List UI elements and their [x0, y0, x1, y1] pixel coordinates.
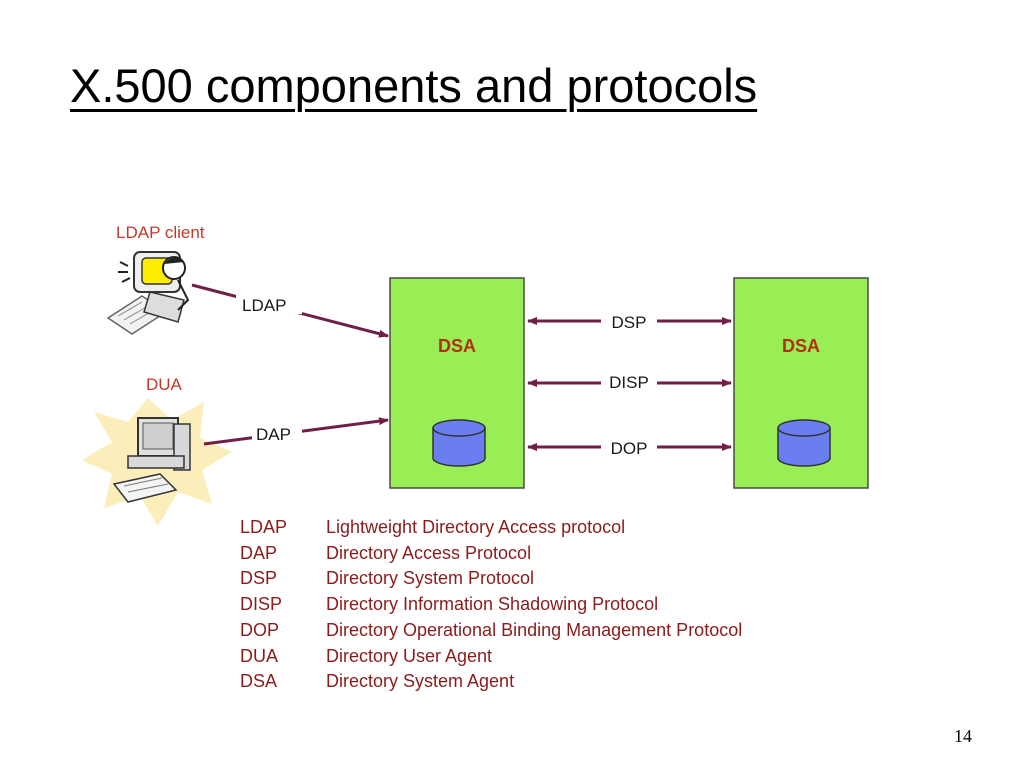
database-icon: [777, 419, 831, 467]
glossary-abbr: DSA: [240, 671, 278, 692]
dsp-label: DSP: [612, 313, 647, 332]
computer-user-icon: [106, 251, 190, 335]
glossary-row: DSP Directory System Protocol: [240, 566, 742, 592]
glossary-definition: Directory Operational Binding Management…: [326, 619, 743, 640]
dsa-left-label: DSA: [438, 336, 476, 356]
glossary-row: LDAP Lightweight Directory Access protoc…: [240, 515, 742, 541]
glossary-abbr: DISP: [240, 594, 283, 615]
glossary-row: DUA Directory User Agent: [240, 644, 742, 670]
page-number: 14: [954, 726, 972, 746]
dua-label: DUA: [146, 375, 183, 394]
glossary-row: DSA Directory System Agent: [240, 669, 742, 695]
glossary-row: DOP Directory Operational Binding Manage…: [240, 618, 742, 644]
glossary-row: DISP Directory Information Shadowing Pro…: [240, 592, 742, 618]
computer-icon: [82, 398, 232, 526]
glossary-row: DAP Directory Access Protocol: [240, 541, 742, 567]
dop-label: DOP: [611, 439, 648, 458]
glossary: LDAP Lightweight Directory Access protoc…: [240, 515, 742, 695]
dsa-right-label: DSA: [782, 336, 820, 356]
glossary-definition: Directory System Protocol: [326, 568, 535, 589]
ldap-client-label: LDAP client: [116, 223, 205, 242]
database-icon: [432, 419, 486, 467]
glossary-definition: Lightweight Directory Access protocol: [326, 517, 626, 537]
glossary-abbr: DAP: [240, 542, 278, 563]
dap-arrow-label: DAP: [256, 425, 291, 444]
glossary-definition: Directory Access Protocol: [326, 542, 532, 563]
slide-title: X.500 components and protocols: [70, 59, 758, 112]
disp-label: DISP: [609, 373, 649, 392]
glossary-abbr: LDAP: [240, 517, 288, 537]
glossary-definition: Directory System Agent: [326, 671, 515, 692]
glossary-definition: Directory Information Shadowing Protocol: [326, 594, 659, 615]
glossary-abbr: DUA: [240, 645, 279, 666]
ldap-arrow-label: LDAP: [242, 296, 286, 315]
glossary-abbr: DOP: [240, 619, 280, 640]
glossary-abbr: DSP: [240, 568, 278, 589]
glossary-definition: Directory User Agent: [326, 645, 493, 666]
